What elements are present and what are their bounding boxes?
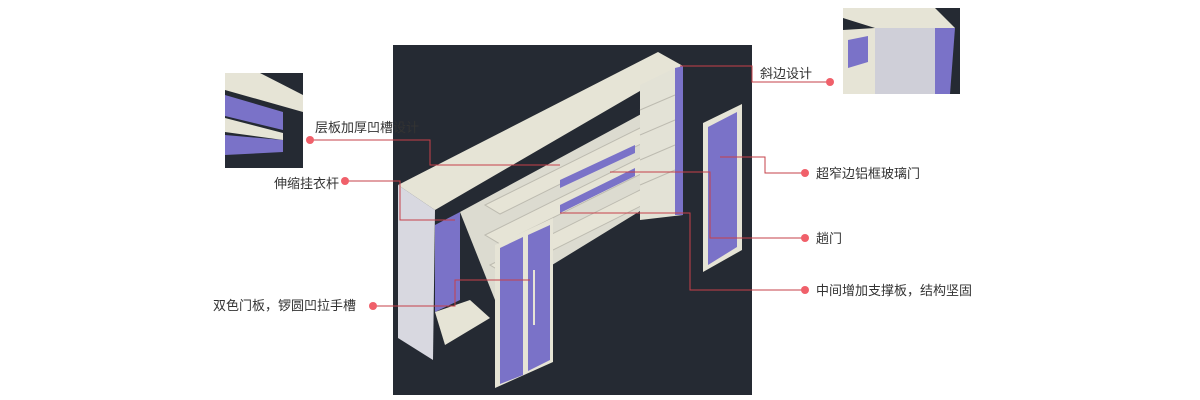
label-rod: 伸缩挂衣杆 <box>274 176 339 192</box>
label-double-door: 双色门板，锣圆凹拉手槽 <box>213 298 356 314</box>
dot-glass-door <box>801 169 809 177</box>
label-glass-door: 超窄边铝框玻璃门 <box>816 166 920 182</box>
inset-shelf-top <box>225 73 303 112</box>
dot-double-door <box>369 302 377 310</box>
leader-bevel <box>680 65 830 83</box>
door-right-panel <box>528 225 550 371</box>
dot-support <box>801 286 809 294</box>
cabinet-top <box>398 52 683 210</box>
dot-rod <box>341 177 349 185</box>
inset-bevel-side <box>875 28 935 94</box>
left-bay-floor <box>435 300 490 345</box>
left-bay-back <box>435 212 460 312</box>
right-shelf-1 <box>639 94 676 111</box>
inset-bevel-groove <box>848 36 868 68</box>
inset-bevel-edge <box>935 28 955 94</box>
leader-support <box>560 212 805 291</box>
label-drawer: 趟门 <box>816 232 842 247</box>
leader-glass-door <box>720 156 805 174</box>
leader-double-door <box>373 279 530 307</box>
right-shelf-3 <box>639 144 676 161</box>
right-shelf-2 <box>639 119 676 136</box>
cabinet-right-section <box>640 68 683 220</box>
inset-groove-2 <box>225 135 283 155</box>
leader-shelf <box>310 139 560 166</box>
label-shelf: 层板加厚凹槽设计 <box>315 121 419 136</box>
door-left-panel <box>500 237 523 384</box>
dot-shelf <box>306 136 314 144</box>
drawer-strip-1 <box>560 168 635 213</box>
dot-drawer <box>801 234 809 242</box>
right-bevel-edge <box>675 66 683 215</box>
cabinet-left-side <box>398 185 435 360</box>
inset-shelf-mid <box>225 118 283 140</box>
inset-groove-1 <box>225 95 283 130</box>
label-bevel: 斜边设计 <box>760 67 812 82</box>
leader-rod <box>345 180 455 221</box>
dot-bevel <box>826 78 834 86</box>
inset-bevel-top <box>843 8 955 28</box>
glass-door-panel <box>708 112 737 265</box>
label-support: 中间增加支撑板，结构坚固 <box>816 284 972 299</box>
drawer-strip-2 <box>560 145 635 188</box>
leader-drawer <box>610 171 805 239</box>
